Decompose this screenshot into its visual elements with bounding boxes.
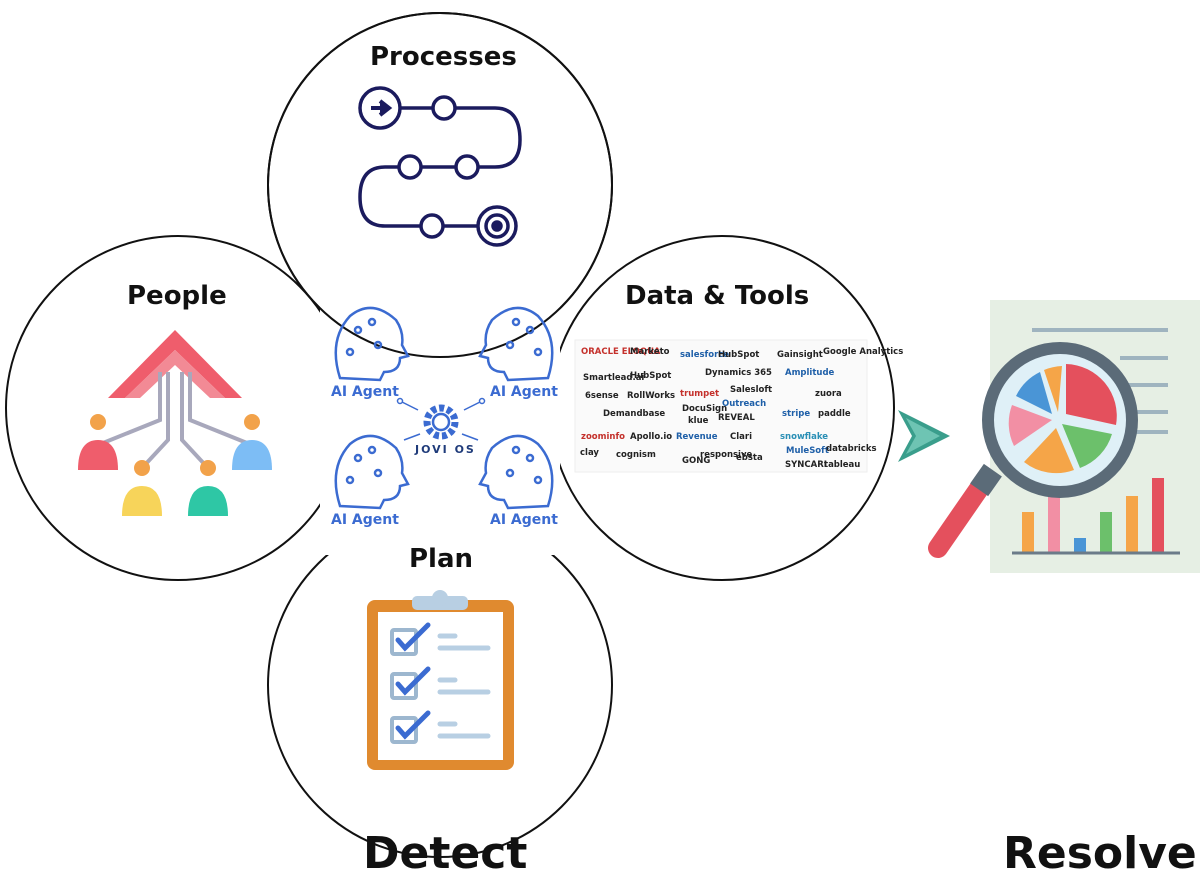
logo-stripe: stripe bbox=[782, 409, 811, 419]
logo-salesloft: Salesloft bbox=[730, 385, 773, 395]
logo-dynamics-365: Dynamics 365 bbox=[705, 368, 772, 378]
logo-tableau: tableau bbox=[824, 460, 861, 470]
ai-agent-label: AI Agent bbox=[490, 512, 558, 528]
ai-agent-label: AI Agent bbox=[331, 512, 399, 528]
jovi-os-gear-icon bbox=[396, 397, 486, 441]
resolve-label: Resolve bbox=[1003, 828, 1197, 879]
logo-trumpet: trumpet bbox=[680, 389, 720, 399]
logo-clari: Clari bbox=[730, 432, 752, 442]
logo-snowflake: snowflake bbox=[780, 432, 829, 442]
logo-smartlead: Smartlead.ai bbox=[583, 373, 645, 383]
logo-zuora: zuora bbox=[815, 389, 842, 399]
jovi-os-label: JOVI OS bbox=[415, 443, 476, 456]
logo-outreach: Outreach bbox=[722, 399, 767, 409]
logo-ebsta: ebsta bbox=[736, 453, 763, 463]
ai-agent-label: AI Agent bbox=[331, 384, 399, 400]
arrow-right-icon bbox=[898, 410, 950, 462]
logo-salesforce: salesforce bbox=[680, 350, 730, 360]
people-title: People bbox=[127, 281, 227, 311]
logo-revenue: Revenue bbox=[676, 432, 718, 442]
process-path-icon bbox=[358, 86, 522, 247]
ai-agent-head-icon bbox=[478, 434, 554, 510]
logo-reveal: REVEAL bbox=[718, 413, 755, 423]
logo-demandbase: Demandbase bbox=[603, 409, 666, 419]
plan-title: Plan bbox=[409, 544, 474, 574]
people-hierarchy-icon bbox=[78, 330, 272, 516]
ai-agent-head-icon bbox=[334, 434, 410, 510]
tools-logo-panel bbox=[574, 339, 868, 473]
ai-agent-head-icon bbox=[478, 306, 554, 382]
logo-6sense: 6sense bbox=[585, 391, 619, 401]
logo-hubspot: HubSpot bbox=[718, 350, 760, 360]
logo-clay: clay bbox=[580, 448, 599, 458]
logo-responsive: responsive bbox=[700, 450, 753, 460]
ai-agent-label: AI Agent bbox=[490, 384, 558, 400]
detect-label: Detect bbox=[363, 828, 528, 879]
data-tools-title: Data & Tools bbox=[625, 281, 810, 311]
plan-clipboard-icon bbox=[367, 590, 514, 770]
logo-zoominfo: zoominfo bbox=[581, 432, 625, 442]
logo-paddle: paddle bbox=[818, 409, 851, 419]
processes-title: Processes bbox=[370, 42, 517, 72]
logo-amplitude: Amplitude bbox=[785, 368, 835, 378]
logo-apollo: Apollo.io bbox=[630, 432, 673, 442]
logo-google-analytics: Google Analytics bbox=[823, 347, 904, 357]
logo-databricks: databricks bbox=[826, 444, 877, 454]
logo-oracle-eloqua: ORACLE ELOQUA bbox=[581, 347, 661, 357]
logo-syncari: SYNCARI bbox=[785, 460, 827, 470]
logo-rollworks: RollWorks bbox=[627, 391, 676, 401]
logo-gainsight: Gainsight bbox=[777, 350, 823, 360]
logo-marketo: Marketo bbox=[630, 347, 670, 357]
logo-klue: klue bbox=[688, 416, 709, 426]
logo-hubspot-2: HubSpot bbox=[630, 371, 672, 381]
logo-mulesoft: MuleSoft bbox=[786, 446, 829, 456]
ai-agent-head-icon bbox=[334, 306, 410, 382]
logo-gong: GONG bbox=[682, 456, 711, 466]
analytics-magnifier-icon bbox=[928, 300, 1200, 573]
logo-docusign: DocuSign bbox=[682, 404, 728, 414]
logo-cognism: cognism bbox=[616, 450, 656, 460]
